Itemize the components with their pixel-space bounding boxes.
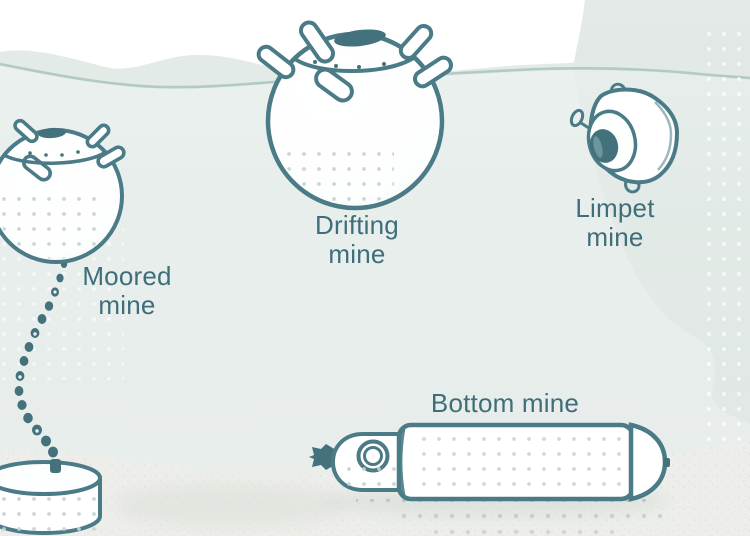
limpet-mine-illustration	[569, 82, 680, 194]
moored-mine-illustration	[0, 118, 126, 458]
drifting-mine-illustration	[256, 20, 453, 211]
hertz-horns	[13, 118, 126, 182]
background-dot-texture	[2, 25, 750, 470]
mooring-chain	[14, 260, 68, 458]
label-limpet-mine: Limpet mine	[575, 193, 655, 253]
label-bottom-mine: Bottom mine	[430, 388, 580, 418]
bottom-mine-illustration	[309, 422, 670, 536]
label-moored-mine: Moored mine	[82, 261, 172, 321]
mooring-anchor	[0, 459, 102, 535]
hertz-horns	[256, 20, 453, 103]
label-drifting-mine: Drifting mine	[315, 210, 399, 270]
